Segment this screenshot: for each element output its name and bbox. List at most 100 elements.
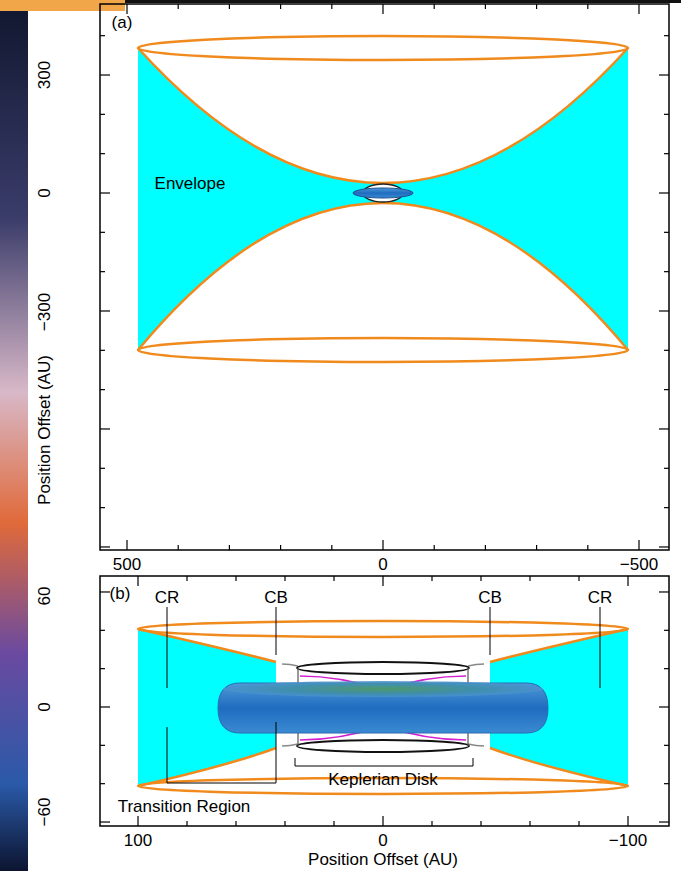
envelope-cap bbox=[138, 36, 628, 60]
axis-tick bbox=[638, 4, 639, 14]
axis-tick bbox=[100, 468, 105, 469]
axis-tick bbox=[178, 545, 179, 550]
tick-label: 60 bbox=[36, 587, 53, 606]
envelope-cap bbox=[138, 338, 628, 362]
region-label: CR bbox=[588, 589, 613, 606]
axis-tick bbox=[659, 74, 669, 75]
keplerian-disk-outline bbox=[297, 662, 469, 674]
region-label: Transition Region bbox=[118, 798, 251, 815]
leader-line bbox=[167, 607, 600, 688]
axis-tick bbox=[100, 668, 105, 669]
axis-tick bbox=[664, 389, 669, 390]
axis-tick bbox=[664, 232, 669, 233]
axis-tick bbox=[100, 706, 110, 707]
axis-tick bbox=[235, 821, 236, 826]
axis-tick bbox=[178, 4, 179, 9]
axis-tick bbox=[100, 114, 105, 115]
region-label: CB bbox=[264, 589, 288, 606]
axis-tick bbox=[659, 591, 669, 592]
plot-frame bbox=[100, 576, 669, 826]
axis-tick bbox=[229, 545, 230, 550]
axis-tick bbox=[664, 630, 669, 631]
axis-tick bbox=[100, 389, 105, 390]
region-label: Keplerian Disk bbox=[328, 771, 438, 788]
axis-tick bbox=[659, 821, 669, 822]
axis-tick bbox=[659, 428, 669, 429]
axis-tick bbox=[382, 4, 383, 14]
bracket bbox=[295, 758, 473, 766]
tick-label: −100 bbox=[609, 832, 647, 849]
axis-tick bbox=[126, 540, 127, 550]
axis-tick bbox=[100, 428, 110, 429]
tick-label: −500 bbox=[620, 556, 658, 573]
axis-tick bbox=[659, 192, 669, 193]
axis-tick bbox=[100, 591, 110, 592]
top-tab bbox=[0, 0, 125, 11]
axis-tick bbox=[529, 821, 530, 826]
axis-tick bbox=[627, 816, 628, 826]
axis-tick bbox=[284, 576, 285, 581]
axis-tick bbox=[280, 545, 281, 550]
axis-tick bbox=[100, 271, 105, 272]
axis-tick bbox=[235, 576, 236, 581]
axis-tick bbox=[382, 816, 383, 826]
axis-tick bbox=[664, 271, 669, 272]
panel-a bbox=[100, 4, 669, 550]
axis-tick bbox=[480, 576, 481, 581]
axis-tick bbox=[100, 350, 105, 351]
axis-tick bbox=[100, 630, 105, 631]
axis-tick bbox=[638, 540, 639, 550]
axis-tick bbox=[100, 232, 105, 233]
bracket bbox=[167, 722, 276, 783]
axis-tick bbox=[100, 821, 110, 822]
axis-tick bbox=[664, 35, 669, 36]
plot-frame bbox=[100, 4, 669, 550]
axis-tick bbox=[434, 545, 435, 550]
envelope-region bbox=[138, 48, 628, 350]
axis-tick bbox=[664, 468, 669, 469]
axis-tick bbox=[664, 783, 669, 784]
axis-tick bbox=[382, 576, 383, 586]
axis-tick bbox=[485, 4, 486, 9]
tick-label: 0 bbox=[378, 832, 387, 849]
axis-tick bbox=[659, 706, 669, 707]
axis-tick bbox=[485, 545, 486, 550]
axis-tick bbox=[536, 545, 537, 550]
axis-tick bbox=[126, 4, 127, 14]
top-band bbox=[125, 0, 681, 3]
panel-label: (b) bbox=[110, 585, 131, 602]
envelope-boundary bbox=[138, 48, 628, 183]
panel-b bbox=[100, 576, 669, 826]
axis-tick bbox=[659, 310, 669, 311]
axis-tick bbox=[382, 540, 383, 550]
axis-title: Position Offset (AU) bbox=[308, 851, 458, 868]
axis-tick bbox=[659, 546, 669, 547]
axis-tick bbox=[627, 576, 628, 586]
axis-tick bbox=[137, 576, 138, 586]
keplerian-disk-outline bbox=[297, 740, 469, 752]
tick-label: 0 bbox=[378, 556, 387, 573]
axis-tick bbox=[229, 4, 230, 9]
axis-tick bbox=[578, 821, 579, 826]
axis-tick bbox=[280, 4, 281, 9]
axis-tick bbox=[434, 4, 435, 9]
tick-label: 0 bbox=[36, 188, 53, 197]
envelope-cap bbox=[138, 621, 628, 637]
axis-tick bbox=[186, 821, 187, 826]
tick-label: −60 bbox=[36, 798, 53, 827]
axis-tick bbox=[100, 745, 105, 746]
axis-tick bbox=[664, 668, 669, 669]
envelope-boundary bbox=[138, 203, 628, 350]
axis-tick bbox=[100, 546, 110, 547]
axis-tick bbox=[100, 35, 105, 36]
tick-label: 100 bbox=[124, 832, 152, 849]
region-label: Envelope bbox=[155, 175, 226, 192]
axis-tick bbox=[431, 821, 432, 826]
axis-tick bbox=[100, 153, 105, 154]
axis-tick bbox=[664, 153, 669, 154]
axis-tick bbox=[284, 821, 285, 826]
axis-tick bbox=[137, 816, 138, 826]
axis-tick bbox=[100, 192, 110, 193]
axis-tick bbox=[100, 310, 110, 311]
